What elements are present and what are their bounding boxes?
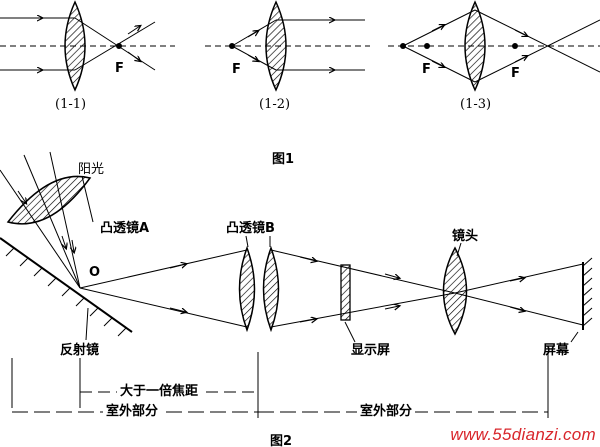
convex-lens (64, 0, 86, 92)
focus-point (116, 43, 122, 49)
reflected-beam (79, 249, 248, 328)
projection-screen (582, 257, 593, 330)
focus-point-left (424, 43, 430, 49)
focal-distance-label: 大于一倍焦距 (117, 385, 202, 399)
light-rays (0, 18, 156, 70)
convex-lens (265, 0, 287, 92)
focus-label-1-3-left: F (422, 62, 431, 77)
display-panel (340, 264, 351, 321)
convex-lens-b-left (238, 245, 256, 333)
point-o-label: O (89, 265, 101, 280)
subfig-label-1-3: (1-3) (460, 97, 492, 112)
fig-2 (0, 151, 593, 418)
lens-head-label: 镜头 (452, 229, 479, 244)
fig-1-1 (0, 0, 175, 92)
display-label: 显示屏 (351, 343, 391, 358)
lens-b-label: 凸透镜B (226, 221, 275, 236)
focus-label-1-1: F (115, 61, 124, 76)
focus-label-1-3-right: F (511, 66, 520, 81)
fig-1-2 (205, 0, 370, 92)
dimension-lines (11, 352, 549, 418)
figure-1-caption: 图1 (272, 152, 295, 167)
reflector-mirror (0, 237, 133, 337)
focus-label-1-2: F (232, 62, 241, 77)
focus-point-right (512, 43, 518, 49)
indoor-part-label: 室外部分 (357, 405, 416, 419)
light-rays (402, 9, 600, 83)
subfig-label-1-1: (1-1) (55, 97, 87, 112)
sunlight-rays (0, 151, 81, 289)
point-2f (400, 43, 406, 49)
screen-label: 屏幕 (543, 343, 570, 358)
projection-lens (442, 246, 468, 336)
light-rays (231, 20, 365, 70)
convex-lens-b-right (262, 245, 280, 333)
lens-a-label: 凸透镜A (100, 221, 150, 236)
convex-lens-a (6, 175, 92, 225)
watermark: www.55dianzi.com (450, 425, 596, 444)
leader-lines (81, 175, 579, 343)
fig-1-3 (388, 0, 600, 92)
convex-lens (464, 0, 486, 92)
subfig-label-1-2: (1-2) (259, 97, 291, 112)
sunlight-label: 阳光 (78, 162, 105, 177)
focus-point (229, 43, 235, 49)
projection-beam (270, 249, 584, 328)
outdoor-part-label: 室外部分 (103, 405, 162, 419)
reflector-label: 反射镜 (60, 343, 100, 358)
figure-2-caption: 图2 (270, 434, 293, 447)
